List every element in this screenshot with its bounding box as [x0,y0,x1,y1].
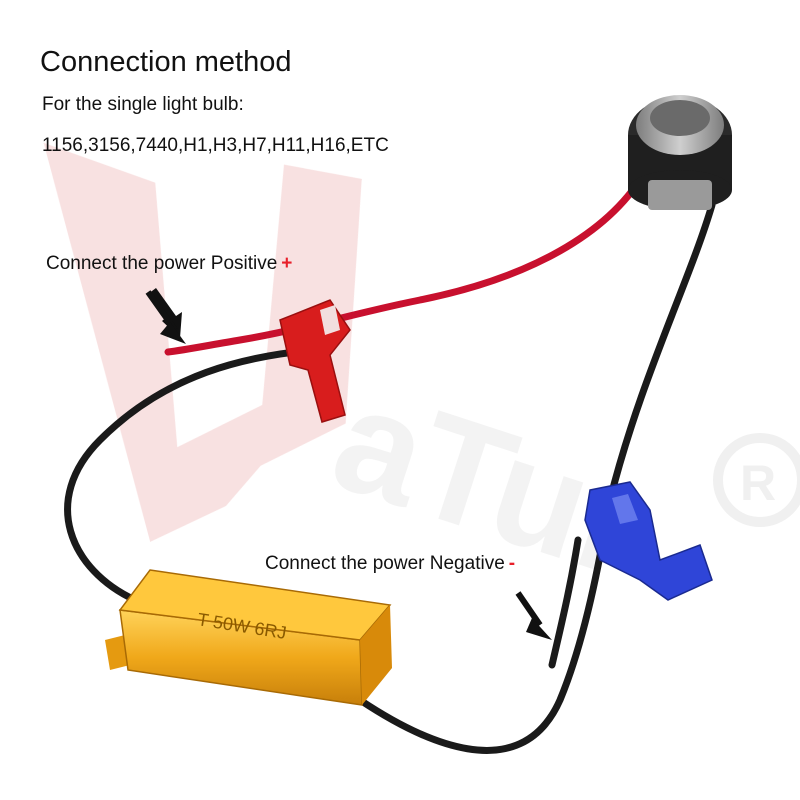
blue-wire-tap [584,481,713,601]
load-resistor: T 50W 6RJ [105,569,392,706]
black-wire-return [356,201,716,754]
black-wire-lead [64,348,299,604]
black-wire-negative [548,536,582,669]
positive-label: Connect the power Positive [46,253,278,274]
negative-callout: Connect the power Negative- [265,553,515,575]
red-wire-tap [279,299,351,423]
negative-sign: - [508,553,516,574]
bulb-socket [628,95,732,210]
arrow-icon [515,591,552,640]
red-wire [164,176,644,356]
negative-label: Connect the power Negative [265,553,505,574]
bulb-models: 1156,3156,7440,H1,H3,H7,H11,H16,ETC [42,135,389,156]
positive-sign: + [281,253,293,274]
positive-callout: Connect the power Positive+ [46,253,292,275]
svg-text:R: R [740,455,776,511]
arrow-icon [145,288,186,344]
bulb-subtitle: For the single light bulb: [42,94,244,115]
page-title: Connection method [40,46,292,78]
